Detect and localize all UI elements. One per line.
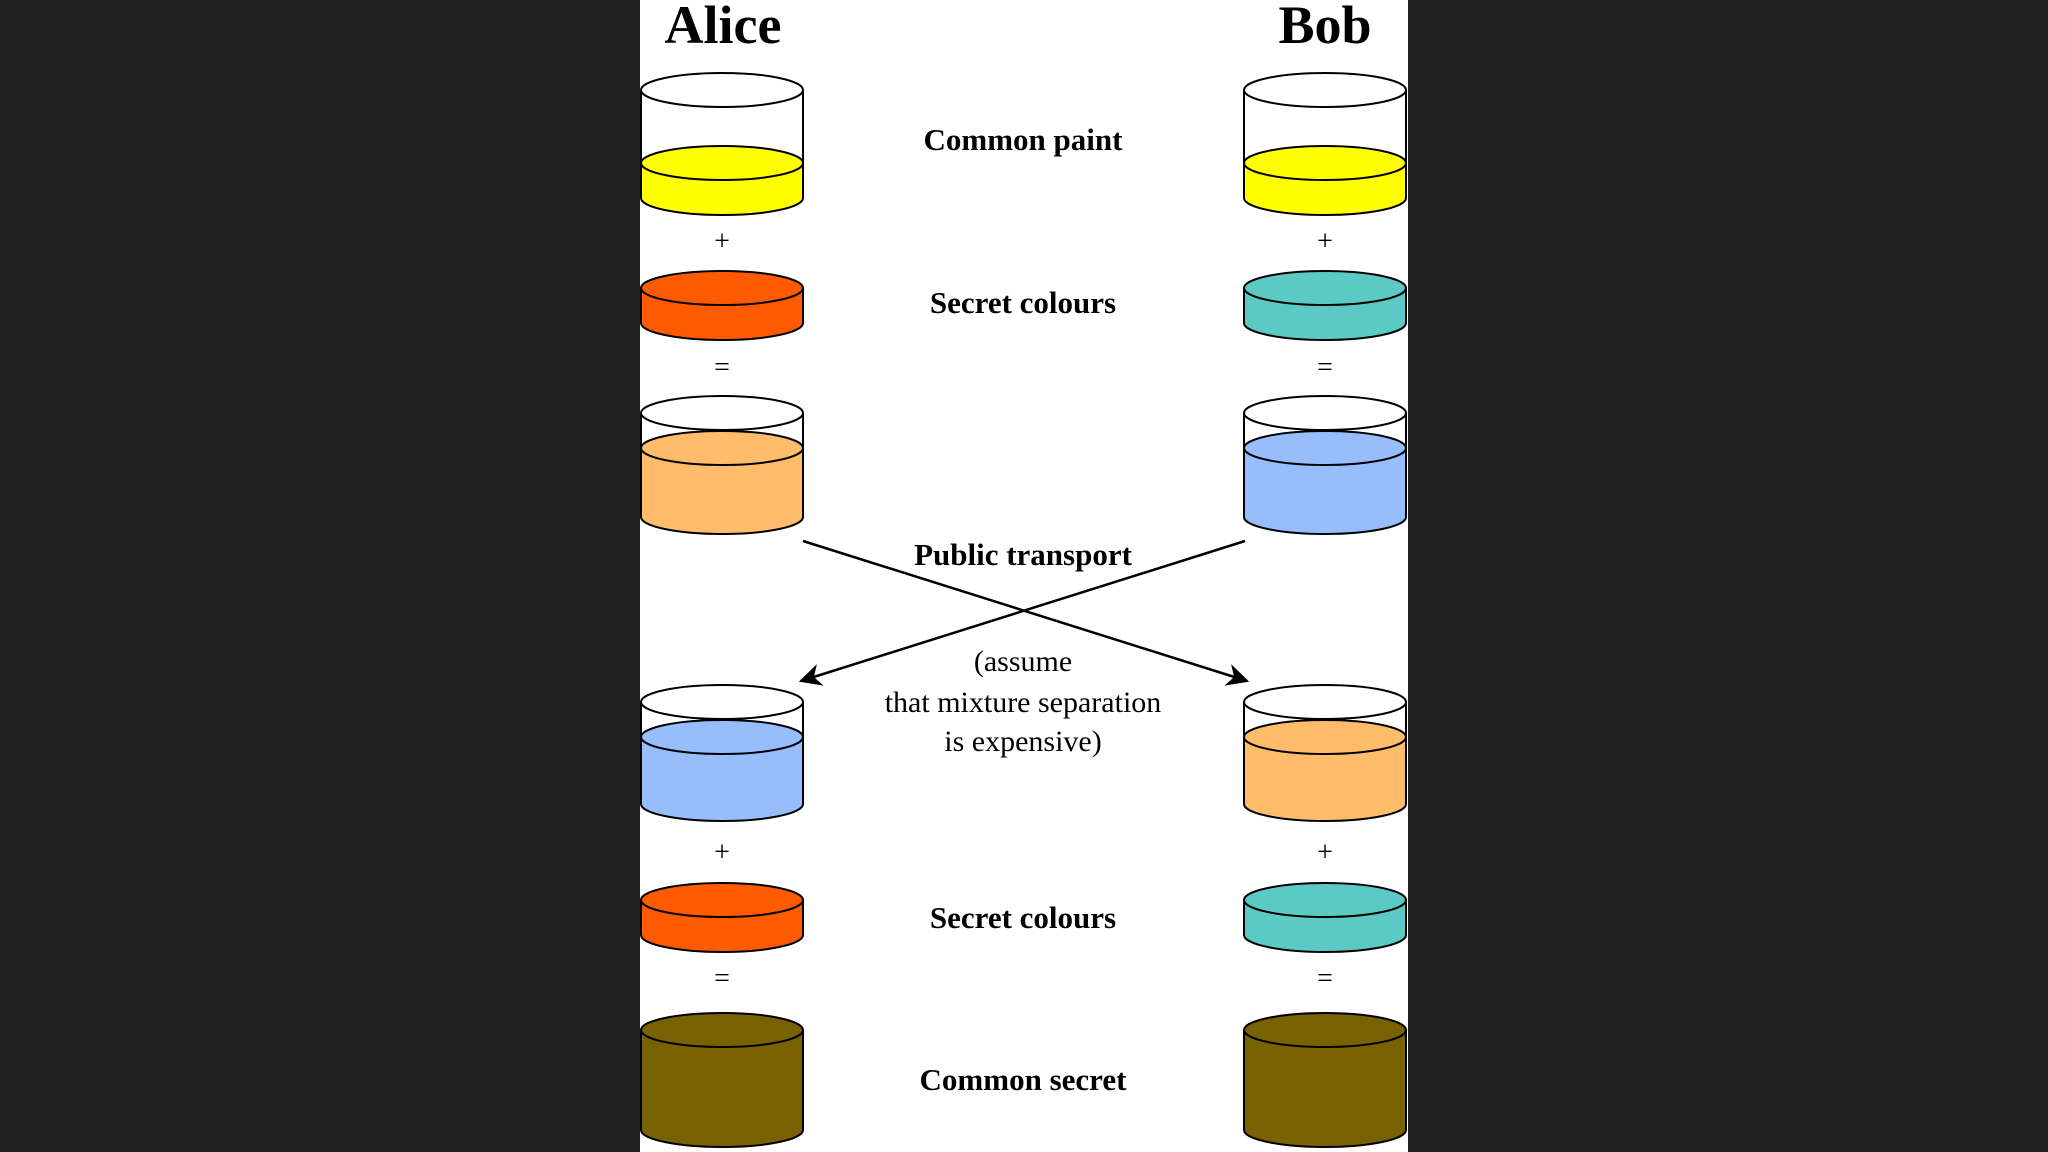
bob-equals-2: =: [1317, 963, 1333, 994]
alice-plus-1: +: [714, 226, 730, 257]
common-paint-label: Common paint: [924, 122, 1124, 157]
bob-secret-2-liquid-surface: [1243, 882, 1407, 918]
bob-received-rim: [1243, 684, 1407, 720]
alice-plus-2: +: [714, 837, 730, 868]
alice-equals-2: =: [714, 963, 730, 994]
alice-common-secret-liquid-body: [640, 1029, 804, 1148]
alice-mixture-rim: [640, 395, 804, 431]
bob-plus-2: +: [1317, 837, 1333, 868]
alice-received-rim: [640, 684, 804, 720]
bob-equals-1: =: [1317, 352, 1333, 383]
note-line-2: that mixture separation: [885, 686, 1162, 719]
alice-equals-1: =: [714, 352, 730, 383]
diagram-panel: Alice Bob Common paint Secret colours Pu…: [640, 0, 1408, 1152]
alice-secret-liquid-surface: [640, 270, 804, 306]
bob-common-paint-container: [1243, 72, 1407, 216]
paint-containers: [640, 72, 1407, 1148]
bob-secret-liquid-surface: [1243, 270, 1407, 306]
bob-secret-2-container: [1243, 882, 1407, 953]
alice-secret-2-container: [640, 882, 804, 953]
note-line-1: (assume: [974, 645, 1072, 678]
bob-mixture-rim: [1243, 395, 1407, 431]
secret-colours-label-2: Secret colours: [930, 900, 1116, 935]
alice-received-liquid-surface: [640, 719, 804, 755]
common-secret-label: Common secret: [920, 1062, 1128, 1097]
bob-common-secret-liquid-body: [1243, 1029, 1407, 1148]
diffie-hellman-paint-diagram: Alice Bob Common paint Secret colours Pu…: [640, 0, 1407, 1148]
bob-common-paint-rim: [1243, 72, 1407, 108]
bob-to-alice-arrow: [798, 539, 1246, 686]
alice-common-paint-rim: [640, 72, 804, 108]
bob-mixture-liquid-body: [1243, 447, 1407, 535]
bob-common-secret-liquid-surface: [1243, 1012, 1407, 1048]
alice-common-paint-liquid-surface: [640, 145, 804, 181]
public-transport-label: Public transport: [914, 537, 1133, 572]
bob-mixture-container: [1243, 395, 1407, 535]
alice-mixture-liquid-surface: [640, 430, 804, 466]
alice-common-secret-liquid-surface: [640, 1012, 804, 1048]
alice-common-secret-container: [640, 1012, 804, 1148]
bob-received-container: [1243, 684, 1407, 822]
bob-plus-1: +: [1317, 226, 1333, 257]
alice-name: Alice: [665, 0, 782, 55]
alice-received-container: [640, 684, 804, 822]
note-line-3: is expensive): [944, 725, 1101, 758]
bob-name: Bob: [1278, 0, 1371, 55]
bob-common-paint-liquid-surface: [1243, 145, 1407, 181]
alice-secret-container: [640, 270, 804, 341]
alice-mixture-liquid-body: [640, 447, 804, 535]
alice-received-liquid-body: [640, 736, 804, 822]
bob-received-liquid-surface: [1243, 719, 1407, 755]
bob-mixture-liquid-surface: [1243, 430, 1407, 466]
alice-secret-2-liquid-surface: [640, 882, 804, 918]
bob-secret-container: [1243, 270, 1407, 341]
bob-received-liquid-body: [1243, 736, 1407, 822]
alice-mixture-container: [640, 395, 804, 535]
bob-common-secret-container: [1243, 1012, 1407, 1148]
alice-common-paint-container: [640, 72, 804, 216]
secret-colours-label: Secret colours: [930, 285, 1116, 320]
